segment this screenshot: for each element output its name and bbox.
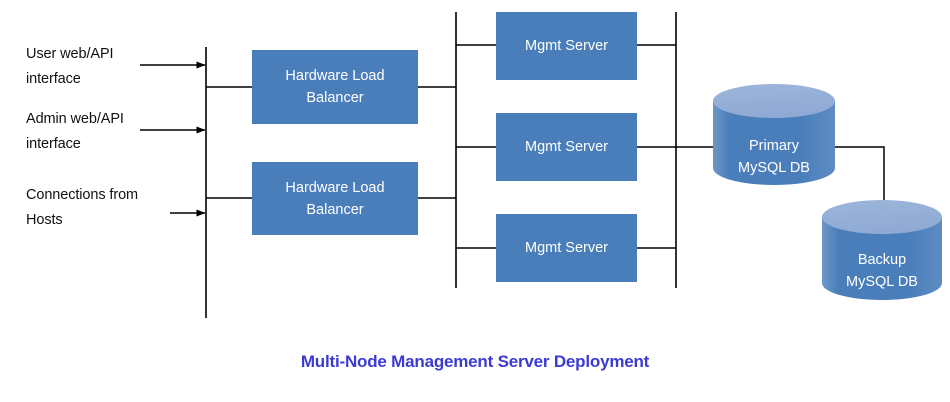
mgmt-server-3[interactable]: Mgmt Server xyxy=(496,214,637,282)
database-primary-mysql xyxy=(713,84,835,185)
backup-db-cylinder-top xyxy=(822,200,942,234)
input-label-connections-from-hosts: Connections from Hosts xyxy=(26,187,139,228)
backup-db-cylinder-body xyxy=(822,217,942,300)
primary-db-cylinder-top xyxy=(713,84,835,118)
database-backup-mysql xyxy=(822,200,942,300)
link-primary-db-to-backup-db xyxy=(835,146,885,212)
hardware-load-balancer-2[interactable]: Hardware Load Balancer xyxy=(252,162,418,235)
primary-db-cylinder-body xyxy=(713,101,835,185)
mgmt-server-1[interactable]: Mgmt Server xyxy=(496,12,637,80)
input-label-admin-web-api: Admin web/API interface xyxy=(26,111,124,152)
hardware-load-balancer-1[interactable]: Hardware Load Balancer xyxy=(252,50,418,124)
diagram-title: Multi-Node Management Server Deployment xyxy=(300,352,650,371)
mgmt-server-2[interactable]: Mgmt Server xyxy=(496,113,637,181)
input-label-user-web-api: User web/API interface xyxy=(26,46,114,87)
